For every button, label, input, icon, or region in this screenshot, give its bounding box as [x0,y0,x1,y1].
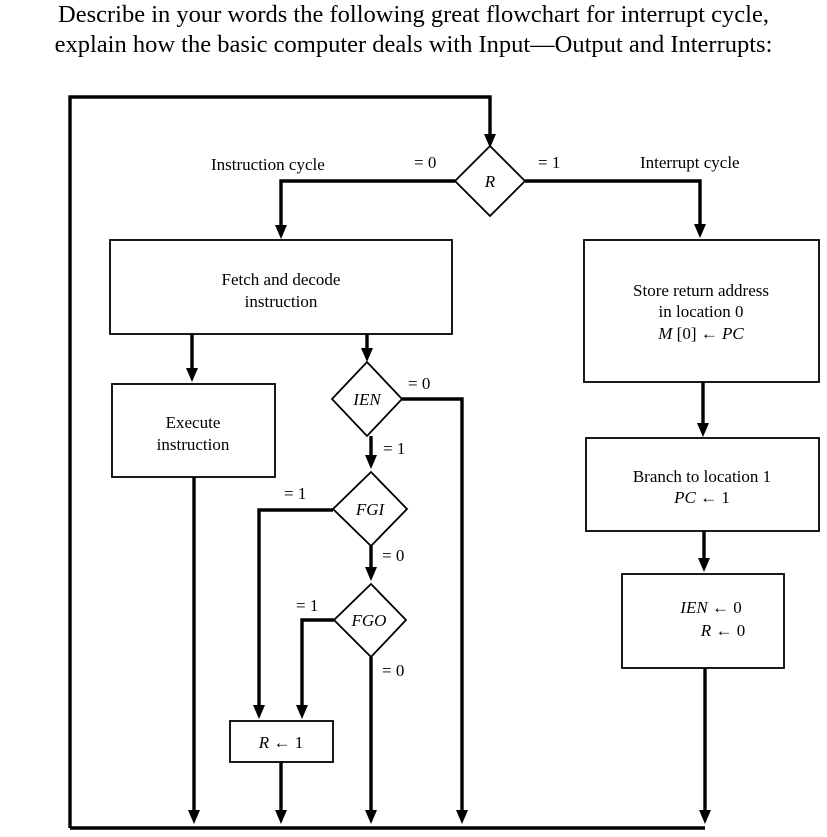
clear-ien-value: ← 0 [712,598,742,617]
arrowhead-into-set-r-right [296,705,308,719]
arrowhead-into-clear [698,558,710,572]
decision-fgo-shape [332,582,408,659]
clear-ien-var: IEN [679,598,709,617]
instruction-cycle-label: Instruction cycle [211,155,325,174]
branch-pc-value: ← 1 [700,488,730,507]
arrowhead-clear-bottom [699,810,711,824]
decision-fgi: FGI [331,470,409,548]
fgo-one-label: = 1 [296,596,318,615]
arrowhead-into-fetch [275,225,287,239]
decision-ien: IEN [330,360,404,438]
r-one-label: = 1 [538,153,560,172]
arrowhead-into-set-r-left [253,705,265,719]
store-m-var: M [657,324,673,343]
clear-line-2: R ← 0 [700,621,745,640]
set-r-rect [229,720,334,763]
flow-lines [68,95,707,830]
execute-line-1: Execute [166,413,221,432]
store-return-rect [583,239,820,383]
arrowhead-into-execute [186,368,198,382]
decision-fgo: FGO [332,582,408,659]
arrowhead-into-store [694,224,706,238]
fetch-decode-line-2: instruction [245,292,318,311]
arrowhead-execute-bottom [188,810,200,824]
decision-r-label: R [484,172,496,191]
fgo-zero-label: = 0 [382,661,404,680]
decision-fgi-shape [331,470,409,548]
branch-line-2: PC ← 1 [673,488,730,507]
set-r-box: R ← 1 [229,720,334,763]
fetch-decode-box: Fetch and decode instruction [109,239,453,335]
execute-box: Execute instruction [111,383,276,478]
ien-one-label: = 1 [383,439,405,458]
fetch-decode-rect [109,239,453,335]
store-line-2: in location 0 [659,302,744,321]
arrowheads [186,134,711,824]
decision-ien-shape [330,360,404,438]
decision-r: R [453,144,527,218]
ien-zero-line [402,397,464,812]
arrowhead-fgo-bottom [365,810,377,824]
set-r-var: R [258,733,270,752]
decision-fgo-label: FGO [351,611,387,630]
decision-fgi-label: FGI [355,500,386,519]
interrupt-cycle-label: Interrupt cycle [640,153,740,172]
arrowhead-set-r-bottom [275,810,287,824]
store-return-box: Store return address in location 0 M [0]… [583,239,820,383]
clear-flags-rect [621,573,785,669]
set-r-value: ← 1 [273,733,303,752]
execute-rect [111,383,276,478]
store-line-1: Store return address [633,281,769,300]
store-line-3: M [0] ← PC [657,324,744,343]
fgi-zero-label: = 0 [382,546,404,565]
r-zero-line [279,179,455,227]
execute-line-2: instruction [157,435,230,454]
question-line-1: Describe in your words the following gre… [58,1,769,28]
store-m-index: [0] ← [677,324,718,343]
arrowhead-into-fgo [365,567,377,581]
question-line-2: explain how the basic computer deals wit… [54,31,773,58]
clear-r-value: ← 0 [715,621,745,640]
clear-r-var: R [700,621,712,640]
branch-box: Branch to location 1 PC ← 1 [585,437,820,532]
arrowhead-into-branch [697,423,709,437]
r-zero-label: = 0 [414,153,436,172]
arrowhead-into-r [484,134,496,148]
fgi-one-label: = 1 [284,484,306,503]
fetch-decode-line-1: Fetch and decode [222,270,341,289]
clear-flags-box: IEN ← 0 R ← 0 [621,573,785,669]
set-r-text: R ← 1 [258,733,303,752]
decision-r-shape [453,144,527,218]
return-loop-line [68,95,492,828]
branch-line-1: Branch to location 1 [633,467,771,486]
fgo-one-line [300,618,334,707]
arrowhead-ien-bottom [456,810,468,824]
r-one-line [525,179,702,226]
branch-rect [585,437,820,532]
branch-pc-var: PC [673,488,696,507]
arrowhead-into-ien [361,348,373,362]
decision-ien-label: IEN [352,390,382,409]
clear-line-1: IEN ← 0 [679,598,741,617]
fgi-one-line [257,508,333,707]
question-text: Describe in your words the following gre… [0,0,827,60]
store-pc-var: PC [721,324,744,343]
ien-zero-label: = 0 [408,374,430,393]
arrowhead-into-fgi [365,455,377,469]
